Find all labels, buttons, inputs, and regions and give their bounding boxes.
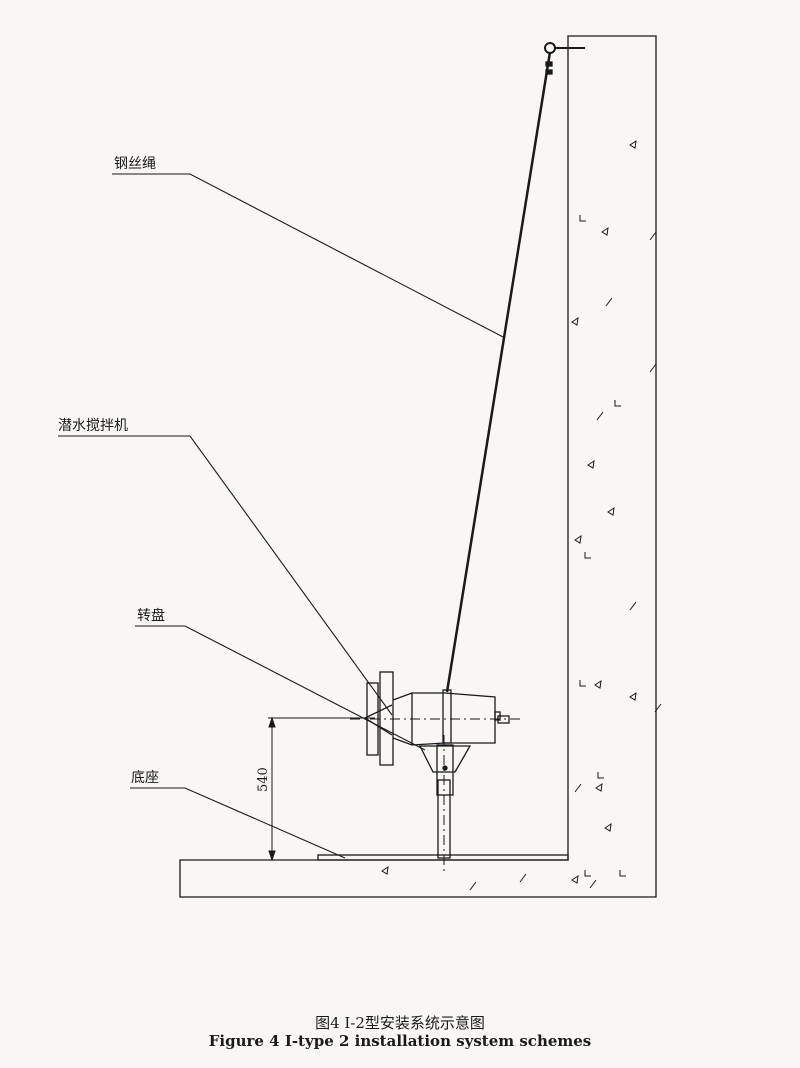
caption-english: Figure 4 Ⅰ-type 2 installation system sc…: [208, 1032, 592, 1050]
base-post: [437, 735, 451, 872]
pulley: [544, 42, 556, 54]
concrete-wall: [179, 35, 657, 898]
base-plate: [317, 854, 569, 861]
dimension-value: 540: [256, 767, 271, 792]
dimension-540: [268, 716, 375, 862]
label-turntable: 转盘: [137, 607, 165, 624]
leader-lines: [58, 173, 506, 859]
concrete-texture: [381, 139, 662, 891]
turntable: [418, 744, 472, 796]
label-base: 底座: [131, 770, 159, 786]
label-wire-rope: 钢丝绳: [114, 156, 156, 172]
rope-bracket: [442, 689, 452, 744]
label-submersible-mixer: 潜水搅拌机: [58, 418, 128, 434]
submersible-mixer: [350, 671, 520, 766]
wire-rope: [445, 51, 552, 693]
caption-chinese: 图4 Ⅰ-2型安装系统示意图: [315, 1014, 485, 1032]
